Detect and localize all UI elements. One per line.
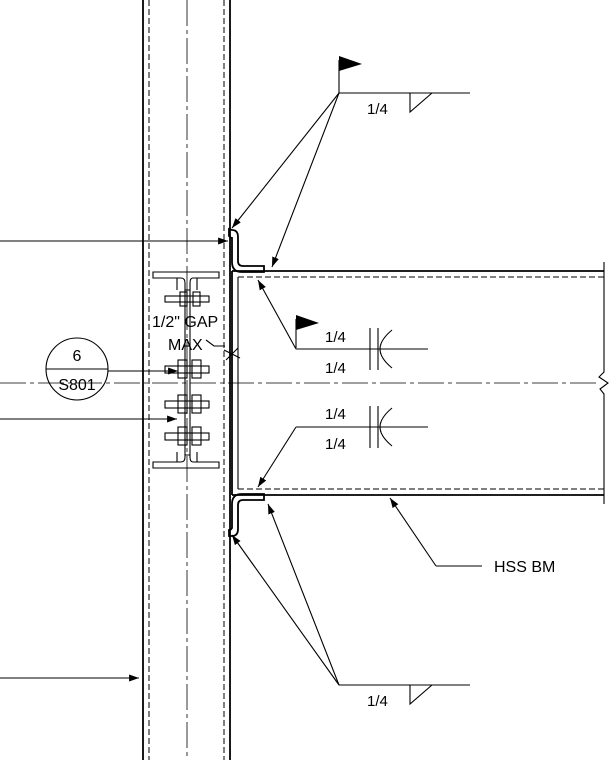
section-sheet: S801 xyxy=(58,377,95,394)
bolt-top xyxy=(164,291,210,307)
svg-text:HSS BM: HSS BM xyxy=(494,559,555,576)
weld-symbol-mid-upper: 1/4 1/4 xyxy=(257,279,428,377)
svg-text:1/4: 1/4 xyxy=(367,101,388,118)
svg-text:1/4: 1/4 xyxy=(325,406,346,423)
bolt-2 xyxy=(164,394,210,414)
bolt-1 xyxy=(164,359,210,379)
gap-note: 1/2" GAP MAX xyxy=(152,314,241,361)
hss-beam-label: HSS BM xyxy=(389,497,555,576)
weld-symbol-mid-lower: 1/4 1/4 xyxy=(257,406,428,488)
section-callout[interactable]: 6 S801 xyxy=(45,337,109,401)
svg-text:1/4: 1/4 xyxy=(325,360,346,377)
svg-text:1/2" GAP: 1/2" GAP xyxy=(152,314,218,331)
top-bent-plate xyxy=(228,227,265,273)
column xyxy=(142,0,231,760)
section-number: 6 xyxy=(73,348,82,365)
left-leaders xyxy=(0,237,228,682)
bottom-bent-plate xyxy=(228,493,265,537)
weld-symbol-top: 1/4 xyxy=(231,56,470,268)
svg-text:MAX: MAX xyxy=(168,337,203,354)
hss-beam xyxy=(231,262,609,504)
svg-text:1/4: 1/4 xyxy=(325,436,346,453)
svg-text:1/4: 1/4 xyxy=(367,693,388,710)
weld-symbol-bottom: 1/4 xyxy=(231,503,470,710)
svg-text:1/4: 1/4 xyxy=(325,329,346,346)
bolt-3 xyxy=(164,426,210,446)
